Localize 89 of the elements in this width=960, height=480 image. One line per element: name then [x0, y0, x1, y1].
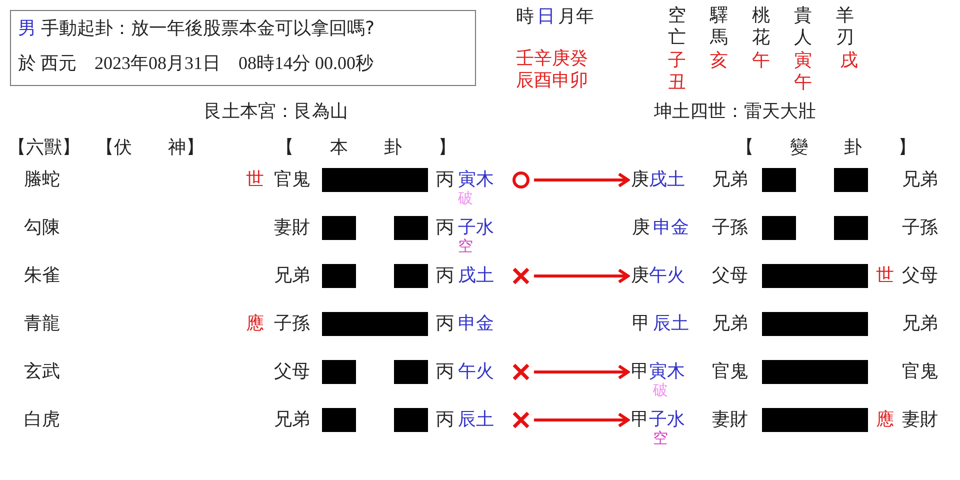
pillar-heading: 時	[516, 5, 534, 29]
status-label: 破	[653, 382, 668, 398]
six-beast-label: 白虎	[24, 408, 60, 432]
response-mark: 應	[876, 408, 894, 432]
stem-text: 壬辛庚癸	[516, 47, 588, 71]
status-label: 空	[458, 238, 473, 254]
pillar-heading: 月年	[558, 5, 594, 29]
question-text: 手動起卦：放一年後股票本金可以拿回嗎?	[41, 17, 375, 41]
branch-label: 寅木	[458, 168, 494, 190]
relation-label: 子孫	[902, 216, 938, 240]
stem-label: 丙	[436, 168, 454, 192]
six-beast-label: 螣蛇	[24, 168, 60, 192]
arrow	[534, 268, 630, 284]
palace-title: 艮土本宮：艮為山	[204, 100, 348, 124]
header-box	[10, 10, 476, 86]
spirit-name: 桃花	[752, 5, 771, 49]
branch-label: 辰土	[653, 312, 689, 336]
six-beast-label: 勾陳	[24, 216, 60, 240]
relation-label: 兄弟	[274, 264, 310, 288]
stem-label: 甲	[632, 312, 650, 336]
stem-label: 庚	[632, 216, 650, 240]
date-text: 於 西元 2023年08月31日 08時14分 00.00秒	[18, 52, 374, 75]
column-heading: 【六獸】	[8, 136, 80, 160]
relation-label: 子孫	[712, 216, 748, 240]
stem-label: 丙	[436, 264, 454, 288]
spirit-name: 貴人	[794, 5, 813, 49]
stem-label: 丙	[436, 216, 454, 240]
stem-label: 丙	[436, 360, 454, 384]
relation-label: 子孫	[274, 312, 310, 336]
stem-label: 丙	[436, 312, 454, 336]
relation-label: 兄弟	[902, 312, 938, 336]
stem-label: 丙	[436, 408, 454, 432]
relation-label: 兄弟	[902, 168, 938, 192]
relation-label: 父母	[712, 264, 748, 288]
branch-label: 午火	[649, 265, 685, 286]
moving-line-cross	[512, 411, 530, 429]
relation-label: 父母	[274, 360, 310, 384]
branch-label: 申金	[653, 216, 689, 240]
status-label: 破	[458, 190, 473, 206]
spirit-branch: 寅午	[794, 50, 813, 94]
stem-label: 庚	[631, 265, 649, 286]
world-mark: 世	[876, 264, 894, 288]
six-beast-label: 青龍	[24, 312, 60, 336]
spirit-branch: 子丑	[668, 50, 687, 94]
spirit-name: 驛馬	[710, 5, 729, 49]
relation-label: 兄弟	[274, 408, 310, 432]
branch-label: 子水	[649, 409, 685, 430]
branch-label: 子水	[458, 216, 494, 238]
branch-label: 戌土	[649, 169, 685, 190]
arrow	[534, 412, 630, 428]
six-beast-label: 朱雀	[24, 264, 60, 288]
column-heading: 【 本 卦 】	[276, 136, 456, 160]
relation-label: 妻財	[902, 408, 938, 432]
response-mark: 應	[246, 312, 264, 336]
relation-label: 兄弟	[712, 168, 748, 192]
stem-label: 庚	[631, 169, 649, 190]
relation-label: 官鬼	[274, 168, 310, 192]
spirit-name: 羊刃	[836, 5, 855, 49]
pillar-heading: 日	[537, 5, 555, 29]
branch-label: 申金	[458, 312, 494, 336]
spirit-name: 空亡	[668, 5, 687, 49]
six-beast-label: 玄武	[24, 360, 60, 384]
world-mark: 世	[246, 168, 264, 192]
arrow	[534, 172, 630, 188]
relation-label: 官鬼	[712, 360, 748, 384]
arrow	[534, 364, 630, 380]
stem-label: 甲	[631, 361, 649, 382]
moving-line-circle	[512, 171, 530, 189]
branch-label: 辰土	[458, 408, 494, 432]
relation-label: 妻財	[712, 408, 748, 432]
relation-label: 妻財	[274, 216, 310, 240]
spirit-branch: 戌	[840, 50, 859, 72]
column-heading: 【 變 卦 】	[736, 136, 916, 160]
relation-label: 官鬼	[902, 360, 938, 384]
branch-label: 戌土	[458, 264, 494, 288]
hexagram-title: 坤土四世：雷天大壯	[654, 100, 816, 124]
stem-label: 甲	[631, 409, 649, 430]
moving-line-cross	[512, 267, 530, 285]
status-label: 空	[653, 430, 668, 446]
relation-label: 兄弟	[712, 312, 748, 336]
branch-label: 寅木	[649, 361, 685, 382]
column-heading: 【伏 神】	[96, 136, 204, 160]
moving-line-cross	[512, 363, 530, 381]
branch-label: 午火	[458, 360, 494, 384]
spirit-branch: 亥	[710, 50, 729, 72]
relation-label: 父母	[902, 264, 938, 288]
spirit-branch: 午	[752, 50, 771, 72]
gender-label: 男	[18, 17, 36, 41]
branch-text: 辰酉申卯	[516, 69, 588, 93]
